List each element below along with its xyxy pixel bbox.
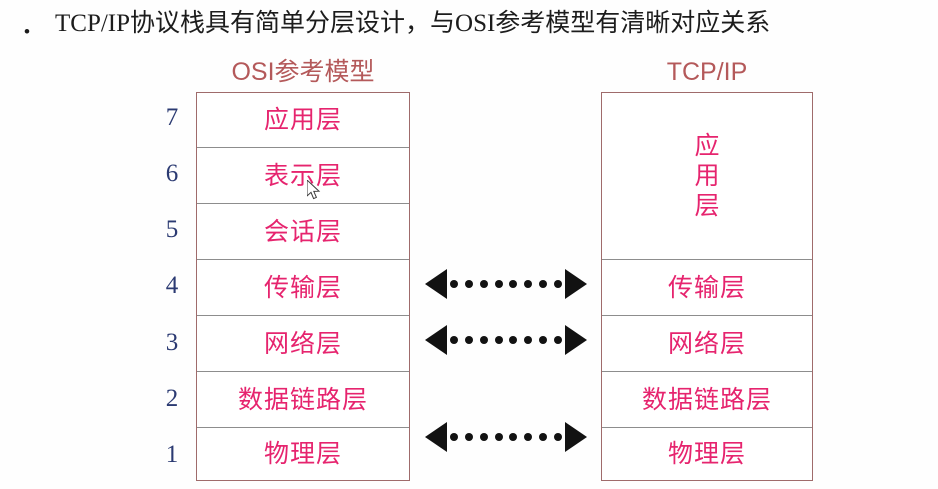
mapping-arrow-transport: [425, 269, 587, 299]
bullet-headline-row: • TCP/IP协议栈具有简单分层设计，与OSI参考模型有清晰对应关系: [0, 8, 938, 40]
arrow-head-right-icon: [565, 269, 587, 299]
tcpip-cell-application: 应 用 层: [602, 93, 812, 260]
osi-layer-number-5: 5: [165, 216, 179, 243]
tcpip-model-table: 应 用 层 传输层 网络层 数据链路层 物理层: [601, 92, 813, 481]
tcpip-application-char-2: 用: [694, 162, 720, 190]
osi-layer-number-3: 3: [165, 329, 179, 356]
tcpip-cell-transport: 传输层: [602, 260, 812, 316]
osi-cell-physical: 物理层: [263, 439, 342, 468]
arrow-dots: [447, 433, 565, 441]
osi-layer-number-1: 1: [165, 441, 179, 468]
arrow-head-left-icon: [425, 269, 447, 299]
tcpip-cell-internet: 网络层: [602, 316, 812, 372]
osi-table-caption: OSI参考模型: [231, 58, 375, 86]
bullet-marker-icon: •: [24, 22, 30, 41]
mapping-arrow-physical: [425, 422, 587, 452]
tcpip-cell-physical: 物理层: [667, 439, 746, 468]
arrow-head-right-icon: [565, 325, 587, 355]
tcpip-table-caption: TCP/IP: [666, 58, 748, 86]
tcpip-application-char-3: 层: [694, 192, 720, 220]
osi-layer-number-6: 6: [165, 160, 179, 187]
osi-layer-number-4: 4: [165, 272, 179, 299]
arrow-head-left-icon: [425, 422, 447, 452]
arrow-dots: [447, 280, 565, 288]
osi-cell-application: 应用层: [197, 93, 409, 148]
osi-model-table: 应用层 表示层 会话层 传输层 网络层 数据链路层 物理层: [196, 92, 410, 481]
arrow-dots: [447, 336, 565, 344]
mouse-cursor-icon: [307, 180, 321, 200]
tcpip-application-char-1: 应: [694, 132, 720, 160]
tcpip-cell-datalink: 数据链路层: [602, 372, 812, 428]
osi-layer-number-7: 7: [165, 104, 179, 131]
arrow-head-right-icon: [565, 422, 587, 452]
osi-cell-presentation: 表示层: [197, 148, 409, 204]
osi-cell-network: 网络层: [197, 316, 409, 372]
osi-cell-transport: 传输层: [197, 260, 409, 316]
arrow-head-left-icon: [425, 325, 447, 355]
mapping-arrow-network: [425, 325, 587, 355]
osi-layer-number-2: 2: [165, 385, 179, 412]
osi-cell-session: 会话层: [197, 204, 409, 260]
osi-cell-datalink: 数据链路层: [197, 372, 409, 428]
headline-text: TCP/IP协议栈具有简单分层设计，与OSI参考模型有清晰对应关系: [55, 10, 771, 37]
